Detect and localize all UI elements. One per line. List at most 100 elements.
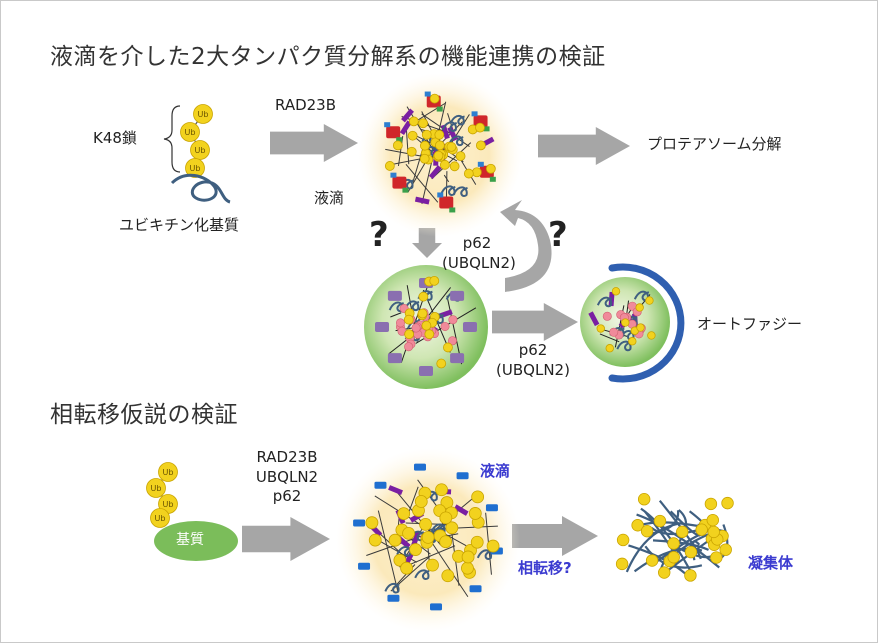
ub-icon: Ub	[193, 104, 213, 124]
ub-icon	[403, 314, 414, 325]
ub-icon: Ub	[185, 158, 205, 178]
ub-icon	[439, 535, 453, 549]
k48-label: K48鎖	[93, 129, 137, 147]
droplet-label-blue: 液滴	[480, 462, 511, 480]
ub-icon	[407, 130, 418, 141]
ub-icon	[441, 569, 455, 583]
ub-icon: Ub	[146, 478, 166, 498]
ub-icon	[429, 93, 440, 104]
p62-text-upper: p62	[462, 234, 492, 252]
autophagy-label: オートファジー	[697, 315, 803, 333]
ub-icon	[635, 303, 644, 312]
rad23b-label: RAD23B	[275, 96, 337, 114]
svg-text:Ub: Ub	[150, 484, 161, 493]
ub-icon	[433, 150, 444, 161]
section2-title: 相転移仮説の検証	[50, 402, 238, 428]
ub-icon	[435, 483, 448, 497]
ub-icon	[645, 296, 654, 305]
ub-icon	[439, 511, 453, 525]
droplet-bottom-network	[353, 463, 503, 611]
aggregate-label: 凝集体	[748, 554, 794, 572]
ub-icon	[443, 342, 453, 353]
ub-icon	[429, 275, 440, 286]
ub-icon	[636, 323, 645, 332]
question-mark-right: ?	[548, 215, 568, 255]
ub-icon	[409, 543, 422, 556]
ub-icon	[368, 533, 382, 547]
ub-icon	[434, 129, 445, 140]
svg-text:Ub: Ub	[197, 110, 208, 119]
p62-label-lower: p62 (UBQLN2)	[493, 340, 573, 381]
ub-icon	[384, 161, 395, 171]
ub-icon	[637, 492, 651, 506]
ub-icon	[419, 140, 430, 151]
curved-return-arrow	[500, 200, 552, 292]
ub-icon	[461, 561, 474, 575]
ub-icon	[667, 551, 680, 564]
factor-ubqln2: UBQLN2	[255, 467, 319, 486]
green-condensate-network	[375, 275, 477, 376]
ub-icon	[404, 329, 415, 340]
factor-list: RAD23B UBQLN2 p62	[247, 448, 327, 507]
ub-icon	[402, 526, 415, 540]
section1-title: 液滴を介した2大タンパク質分解系の機能連携の検証	[50, 44, 606, 70]
ub-icon	[707, 525, 720, 539]
proteasome-degradation-label: プロテアソーム分解	[647, 135, 782, 153]
ub-icon	[721, 496, 734, 510]
ub-icon: Ub	[190, 140, 210, 160]
svg-text:Ub: Ub	[184, 128, 195, 137]
ub-icon	[426, 558, 439, 572]
ub-icon: Ub	[180, 122, 200, 142]
ub-icon	[710, 551, 723, 564]
ub-icon	[640, 524, 654, 538]
ub-icon	[406, 146, 417, 157]
autophagosome-arc	[608, 263, 685, 383]
ub-icon	[667, 537, 680, 550]
ub-icon	[605, 344, 614, 353]
ub-icon: Ub	[150, 508, 170, 528]
p62-label-upper: p62 (UBQLN2)	[442, 233, 516, 274]
ub-icon	[486, 539, 500, 553]
ub-icon	[418, 118, 428, 129]
ub-icon	[647, 331, 656, 340]
substrate-knot-icon	[170, 173, 231, 204]
arrow-to-droplet-2	[242, 517, 330, 561]
ub-icon	[621, 318, 630, 327]
ub-icon	[468, 507, 482, 520]
ub-icon	[419, 517, 432, 531]
ub-icon	[418, 291, 429, 302]
ub-icon	[470, 535, 484, 549]
ub-icon	[365, 516, 379, 530]
ub-icon	[653, 514, 667, 528]
ub-icon	[417, 308, 428, 319]
substrate-ellipse	[154, 521, 238, 561]
ub-icon	[421, 530, 435, 544]
ub-icon	[419, 153, 430, 164]
ub-icon	[397, 507, 411, 520]
ubqln2-text-upper: (UBQLN2)	[442, 254, 516, 273]
ub-icon	[471, 490, 485, 504]
ub-icon	[414, 495, 428, 508]
ub-icon	[719, 543, 732, 556]
ub-icon	[449, 161, 460, 172]
ub-icon	[475, 140, 486, 151]
ub-icon	[611, 287, 621, 296]
k48-bracket	[163, 105, 181, 173]
ub-icon	[388, 533, 402, 547]
ub-icon	[424, 329, 435, 340]
svg-text:Ub: Ub	[189, 164, 200, 173]
arrow-to-proteasome	[538, 127, 630, 165]
ub-icon	[628, 337, 637, 346]
ub-icon	[455, 151, 466, 162]
ub-icon	[434, 140, 445, 151]
ubqln2-text-lower: (UBQLN2)	[496, 361, 570, 380]
ub-icon	[645, 554, 659, 567]
svg-text:Ub: Ub	[194, 146, 205, 155]
ub-icon	[631, 519, 644, 532]
ub-icon	[421, 129, 432, 140]
arrow-to-droplet	[270, 124, 358, 162]
